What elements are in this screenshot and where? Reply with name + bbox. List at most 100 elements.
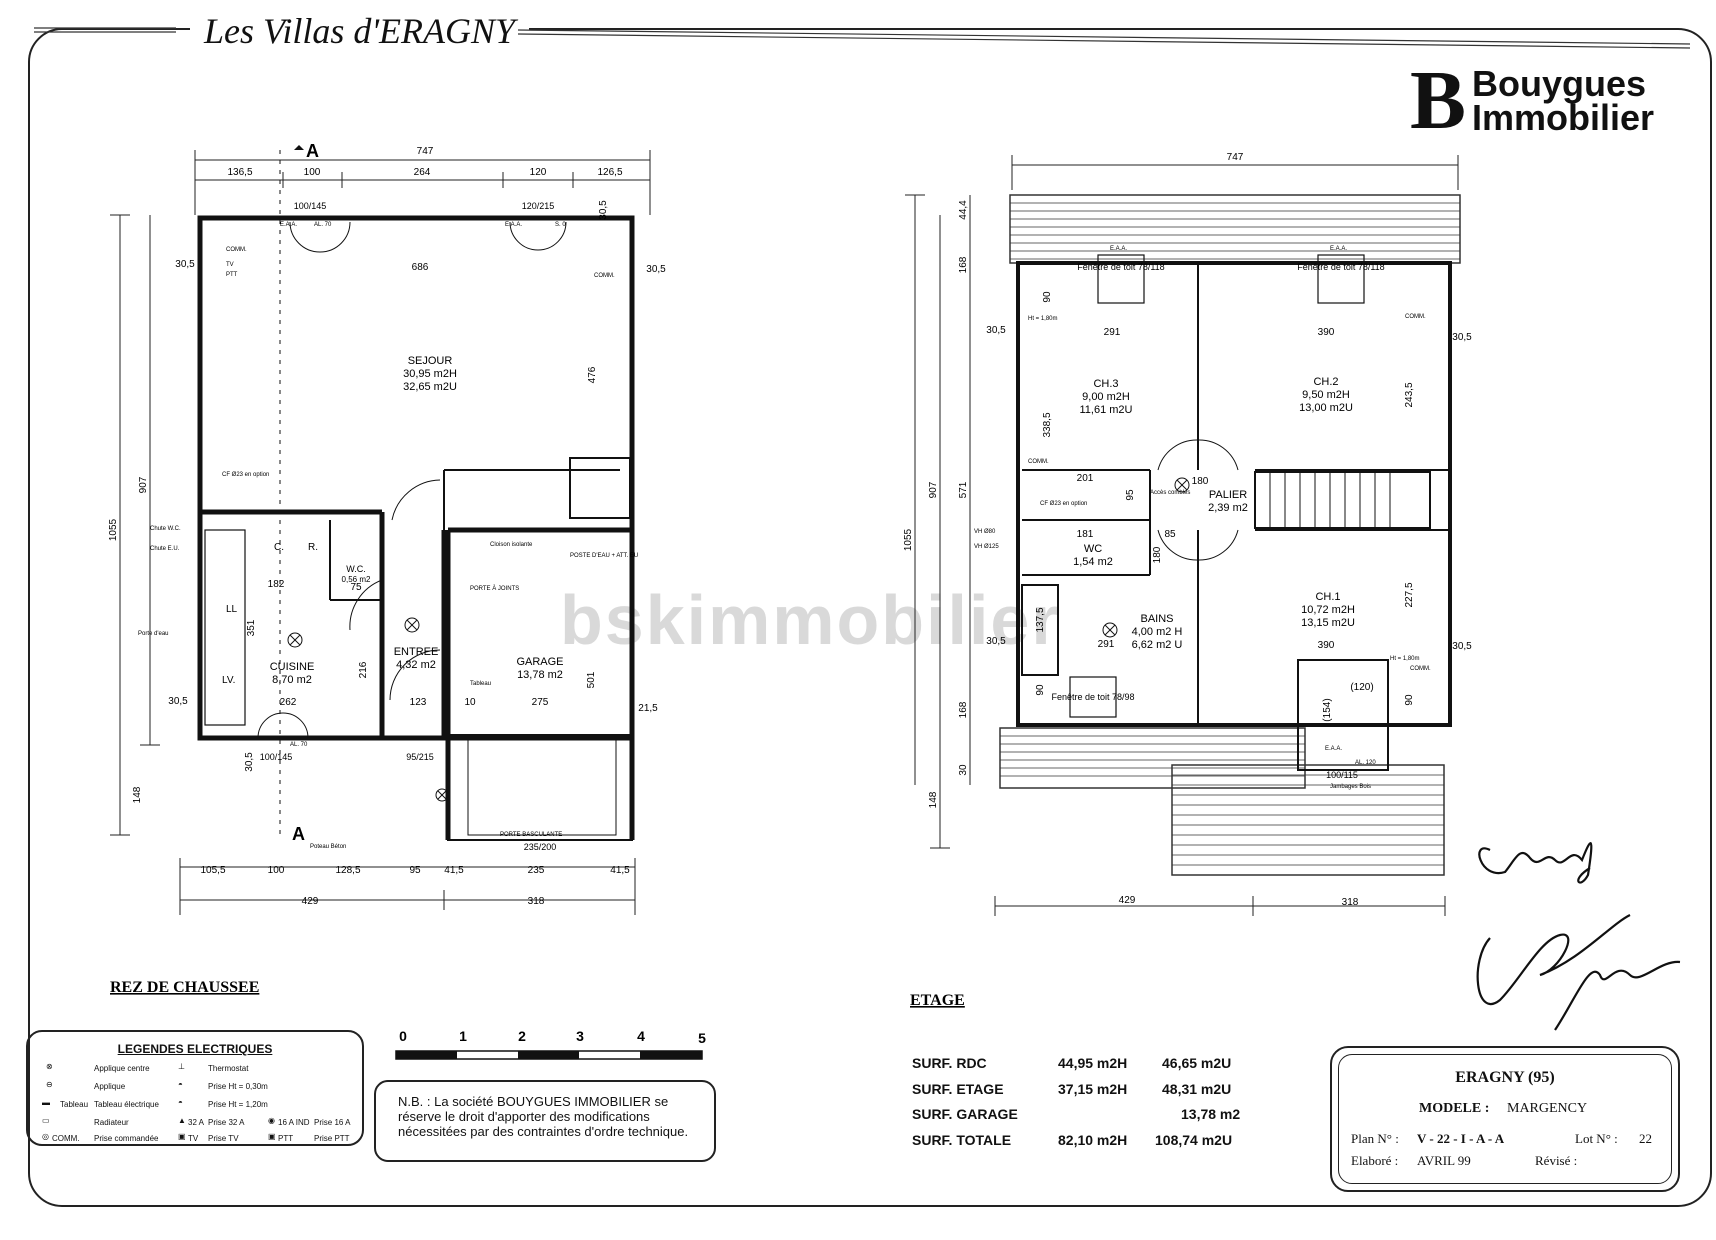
ground-small-labels: E.A.A. AL. 70 E.A.A. S. 0 COMM. TV PTT C… <box>138 222 638 850</box>
room-ch2-name: CH.2 <box>1313 376 1338 388</box>
dim-inner-a: 30,5 <box>175 259 195 270</box>
upper-small-9: Ht = 1,80m <box>1028 316 1058 322</box>
room-cuisine-area: 8,70 m2 <box>272 674 312 686</box>
upper-skylight-labels: Fenêtre de toit 78/118 Fenêtre de toit 7… <box>1051 262 1384 780</box>
window-label-4: 95/215 <box>406 752 434 762</box>
room-cuisine-name: CUISINE <box>270 661 315 673</box>
legend-item-1: Thermostat <box>208 1064 249 1073</box>
dim-inner-275: 275 <box>532 697 549 708</box>
dim-side-907: 907 <box>138 476 149 493</box>
scale-tick-3: 3 <box>576 1028 584 1044</box>
surface-h-etage: 37,15 m2H <box>1058 1081 1128 1097</box>
section-marker-bottom: A <box>292 824 305 844</box>
upper-dim-inner-4: 90 <box>1042 291 1053 303</box>
garage-door-swing <box>467 739 617 836</box>
small-label-21: LL <box>226 604 238 615</box>
legend-item-8: Prise 16 A <box>314 1118 351 1127</box>
dim-inner-182: 182 <box>268 579 285 590</box>
dim-bottom-7: 41,5 <box>610 865 630 876</box>
info-plan-label: Plan N° : <box>1351 1131 1399 1146</box>
room-sejour-area-u: 32,65 m2U <box>403 381 457 393</box>
upper-dim-inner-1: 30,5 <box>1452 332 1472 343</box>
small-label-13: Cloison isolante <box>490 542 533 548</box>
room-entree-area: 4,32 m2 <box>396 659 436 671</box>
radiator-icon: ▭ <box>42 1116 50 1125</box>
brand-line-2: Immobilier <box>1472 97 1655 138</box>
room-sejour-name: SEJOUR <box>408 355 453 367</box>
room-palier-area: 2,39 m2 <box>1208 502 1248 514</box>
skylight-label-1: Fenêtre de toit 78/118 <box>1077 262 1164 272</box>
signatures <box>1476 842 1681 1031</box>
room-ch3-area-u: 11,61 m2U <box>1080 404 1133 416</box>
room-wc-area: 1,54 m2 <box>1073 556 1113 568</box>
upper-dim-inner-8: 180 <box>1192 476 1209 487</box>
surface-u-totale: 108,74 m2U <box>1155 1132 1233 1148</box>
dim-inner-c: 30,5 <box>168 696 188 707</box>
window-label-2: 120/215 <box>522 201 555 211</box>
info-plan: V - 22 - I - A - A <box>1417 1131 1505 1146</box>
room-palier-name: PALIER <box>1209 489 1247 501</box>
upper-walls <box>1016 261 1452 727</box>
room-ch1-area-u: 13,15 m2U <box>1301 617 1355 629</box>
legend-symbol-1: 32 A <box>188 1118 205 1127</box>
upper-floor-label: ETAGE <box>910 992 965 1009</box>
room-ch2-area-u: 13,00 m2U <box>1299 402 1353 414</box>
upper-dim-side-d: 168 <box>958 701 969 718</box>
legend-symbol-4: TV <box>188 1134 199 1143</box>
dim-bottom-6: 235 <box>528 865 545 876</box>
watermark: bskimmobilier <box>560 581 1061 659</box>
upper-small-1: E.A.A. <box>1330 246 1347 252</box>
legend-item-10: Prise TV <box>208 1134 239 1143</box>
info-lot-label: Lot N° : <box>1575 1131 1618 1146</box>
small-label-4: COMM. <box>226 247 247 253</box>
legend-item-5: Prise Ht = 1,20m <box>208 1100 268 1109</box>
small-label-10: Chute E.U. <box>150 546 180 552</box>
upper-dim-inner-7: 201 <box>1077 473 1094 484</box>
upper-small-3: COMM. <box>1405 314 1426 320</box>
upper-roof-hatch-top <box>1009 194 1461 264</box>
surface-label-garage: SURF. GARAGE <box>912 1106 1018 1122</box>
upper-dim-inner-18: 30,5 <box>1452 641 1472 652</box>
ground-dim-texts: 747 136,5 100 264 120 126,5 1055 907 148… <box>108 146 666 907</box>
dim-inner-10: 10 <box>464 697 476 708</box>
brand-logo: B Bouygues Immobilier <box>1410 59 1655 143</box>
ground-floor-label: REZ DE CHAUSSEE <box>110 979 259 996</box>
panel-icon: ▬ <box>42 1098 50 1107</box>
dim-inner-351: 351 <box>246 619 257 636</box>
small-label-22: LV. <box>222 675 235 686</box>
small-label-0: E.A.A. <box>280 222 297 228</box>
ground-door-swings <box>257 221 567 739</box>
info-lot: 22 <box>1639 1131 1652 1146</box>
upper-stairs <box>1269 472 1391 528</box>
upper-dim-side-b: 168 <box>958 256 969 273</box>
surface-label-totale: SURF. TOTALE <box>912 1132 1012 1148</box>
ground-dim-lines <box>110 150 651 915</box>
brand-line-1: Bouygues <box>1472 63 1647 104</box>
small-label-18: AL. 70 <box>290 742 308 748</box>
ground-partitions <box>329 457 631 601</box>
surface-h-rdc: 44,95 m2H <box>1058 1055 1128 1071</box>
small-label-8: CF Ø23 en option <box>222 472 269 478</box>
room-wc-name: WC <box>1084 543 1102 555</box>
upper-room-labels: CH.3 9,00 m2H 11,61 m2U CH.2 9,50 m2H 13… <box>1073 376 1355 651</box>
upper-dim-inner-2: 291 <box>1104 327 1121 338</box>
scale-tick-5: 5 <box>698 1030 706 1046</box>
legend-symbol-5: PTT <box>278 1134 294 1143</box>
upper-dim-bottom-1: 429 <box>1119 895 1136 906</box>
upper-dim-side-1055: 1055 <box>903 528 914 551</box>
scale-tick-4: 4 <box>637 1028 645 1044</box>
socket-16a-icon: ◉ <box>268 1116 275 1125</box>
dim-inner-686: 686 <box>412 262 429 273</box>
upper-small-13: E.A.A. <box>1325 746 1342 752</box>
upper-small-0: E.A.A. <box>1110 246 1127 252</box>
page-frame <box>28 28 1712 1207</box>
upper-dim-inner-14: 291 <box>1098 639 1115 650</box>
legend-item-0: Applique centre <box>94 1064 150 1073</box>
scale-bar: 0 1 2 3 4 5 <box>395 1028 706 1060</box>
ground-ceiling-light-icons <box>287 617 449 802</box>
dim-top-total: 747 <box>417 146 434 157</box>
room-bains-area-u: 6,62 m2 U <box>1132 639 1183 651</box>
room-ch1-name: CH.1 <box>1315 591 1340 603</box>
upper-small-12: AL. 120 <box>1355 760 1376 766</box>
small-label-15: POSTE D'EAU + ATT. EU <box>570 553 638 559</box>
